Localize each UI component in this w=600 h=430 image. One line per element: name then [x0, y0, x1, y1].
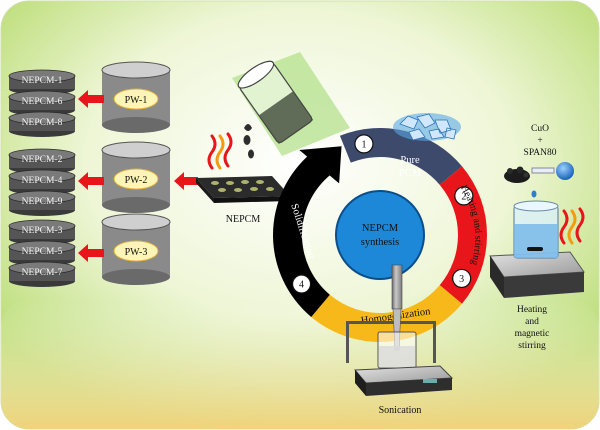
span80-dropper-icon	[531, 162, 574, 180]
step-badge-1: 1	[354, 134, 374, 154]
drop-icon	[531, 190, 537, 198]
red-arrow-pw3	[78, 244, 104, 262]
stirrer-heat-waves-icon	[559, 207, 585, 245]
sample-label: NEPCM-9	[22, 197, 63, 207]
heating-caption-line4: stirring	[518, 341, 546, 351]
additive-span80: SPAN80	[524, 148, 557, 158]
nepcm-product-illustration: NEPCM	[196, 52, 350, 225]
pure-pcm-crystals-icon	[393, 113, 461, 141]
sample-label: NEPCM-8	[22, 118, 63, 128]
pw-cylinder-3: PW-3	[101, 213, 171, 285]
drop-2	[248, 149, 254, 159]
step-number: 3	[459, 274, 464, 285]
pw-cylinder-1: PW-1	[101, 61, 171, 133]
heating-caption-line3: magnetic	[515, 329, 550, 339]
nepcm-sample-stacks: NEPCM-1NEPCM-6NEPCM-8NEPCM-2NEPCM-4NEPCM…	[8, 69, 76, 287]
heat-waves-icon	[207, 132, 233, 170]
sample-label: NEPCM-4	[22, 176, 63, 186]
sample-label: NEPCM-5	[22, 247, 63, 257]
magnetic-stirrer-illustration: Heating and magnetic stirring	[489, 200, 585, 351]
additive-plus: +	[537, 136, 542, 146]
heating-caption-line2: and	[525, 317, 539, 327]
red-arrows-to-samples	[78, 90, 198, 262]
cycle-arrowhead-icon	[299, 146, 342, 184]
sample-disk: NEPCM-9	[8, 190, 76, 216]
sample-disk: NEPCM-3	[8, 219, 76, 245]
pw-label: PW-1	[125, 95, 148, 106]
drop-3	[244, 124, 252, 131]
step-number: 2	[461, 191, 466, 202]
sonication-caption: Sonication	[379, 405, 422, 416]
ring-segment-step4	[273, 153, 330, 317]
pw-label: PW-2	[125, 175, 148, 186]
step1-label-line1: Pure	[400, 155, 420, 166]
nepcm-tray	[196, 176, 290, 198]
center-label-line1: NEPCM	[362, 223, 399, 234]
step-badge-2: 2	[454, 186, 474, 206]
red-arrow-nepcm-to-pw2	[174, 172, 198, 190]
drop-1	[243, 135, 251, 145]
stir-bar-icon	[527, 247, 543, 251]
step-badge-4: 4	[291, 274, 312, 294]
sample-label: NEPCM-1	[22, 76, 63, 86]
cycle-step-badges: 1 2 3 4	[291, 134, 474, 294]
sample-label: NEPCM-7	[22, 268, 63, 278]
pw-label: PW-3	[125, 247, 148, 258]
nepcm-product-label: NEPCM	[226, 214, 261, 225]
step-number: 4	[299, 280, 304, 291]
tray-cells	[211, 180, 274, 192]
ring-segment-step2	[439, 166, 487, 304]
center-circle	[335, 190, 425, 280]
step-badge-3: 3	[452, 268, 472, 289]
red-arrow-pw1	[78, 90, 104, 108]
cuo-powder-icon	[504, 166, 530, 183]
heating-caption-line1: Heating	[517, 305, 547, 315]
sonicator-illustration: Sonication	[346, 264, 454, 416]
sonicator-probe-icon	[391, 264, 403, 310]
sample-disk: NEPCM-8	[8, 111, 76, 137]
additives-group: CuO + SPAN80	[504, 124, 574, 198]
pw-cylinder-2: PW-2	[101, 141, 171, 213]
red-arrow-pw2	[78, 172, 104, 190]
pouring-beaker-icon	[237, 60, 314, 145]
sample-disk: NEPCM-7	[8, 261, 76, 287]
pw-cylinders: PW-1PW-2PW-3	[101, 61, 171, 285]
sample-label: NEPCM-3	[22, 226, 63, 236]
additive-cuo: CuO	[531, 124, 549, 134]
sample-label: NEPCM-6	[22, 97, 63, 107]
background-glow	[1, 300, 599, 429]
step-number: 1	[361, 139, 366, 150]
center-label-line2: synthesis	[361, 237, 400, 248]
step1-label-line2: PCM	[399, 168, 422, 179]
sample-label: NEPCM-2	[22, 155, 63, 165]
